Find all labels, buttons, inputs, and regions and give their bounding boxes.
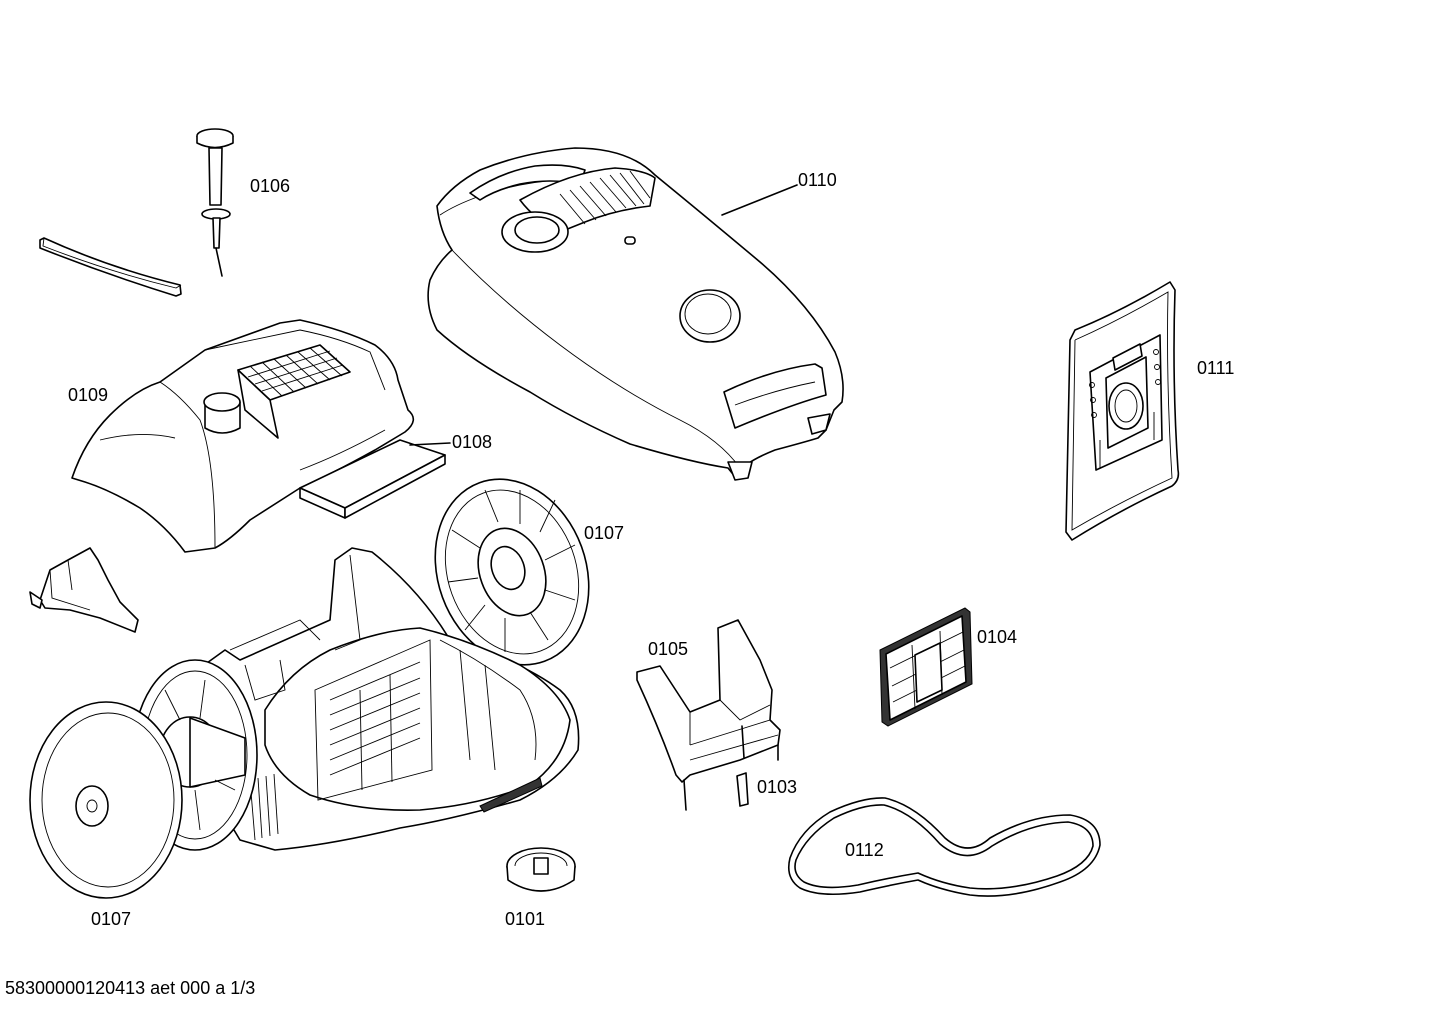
label-0109: 0109 xyxy=(68,385,108,405)
part-0112-gasket[interactable] xyxy=(787,797,1101,897)
label-0104: 0104 xyxy=(977,627,1017,647)
label-0111: 0111 xyxy=(1197,358,1234,378)
label-0106: 0106 xyxy=(250,176,290,196)
label-0101: 0101 xyxy=(505,909,545,929)
label-0112: 0112 xyxy=(845,840,884,860)
part-0104-filter-grid[interactable] xyxy=(879,607,973,727)
drawing-number-footer: 58300000120413 aet 000 a 1/3 xyxy=(5,978,256,998)
part-0106-knob[interactable] xyxy=(196,128,234,277)
part-0108-filter-pad[interactable] xyxy=(299,439,451,519)
part-0107-wheel-upper[interactable] xyxy=(410,457,614,686)
label-0107-lower: 0107 xyxy=(91,909,131,929)
part-seal-strip[interactable] xyxy=(39,237,182,297)
part-0110-cover[interactable] xyxy=(427,147,844,481)
part-0111-dust-bag[interactable] xyxy=(1065,281,1180,541)
part-0101-reel-cap[interactable] xyxy=(506,847,576,892)
part-0105-bag-holder[interactable] xyxy=(636,619,781,811)
part-bracket-left[interactable] xyxy=(29,547,139,633)
part-0107-wheel-lower[interactable] xyxy=(29,701,183,899)
part-main-body[interactable] xyxy=(179,547,580,851)
part-0103-plate[interactable] xyxy=(736,772,749,807)
label-0108: 0108 xyxy=(452,432,492,452)
label-0103: 0103 xyxy=(757,777,797,797)
label-0105: 0105 xyxy=(648,639,688,659)
part-0109-motor-housing[interactable] xyxy=(71,319,415,553)
label-0107-upper: 0107 xyxy=(584,523,624,543)
label-0110: 0110 xyxy=(798,170,837,190)
